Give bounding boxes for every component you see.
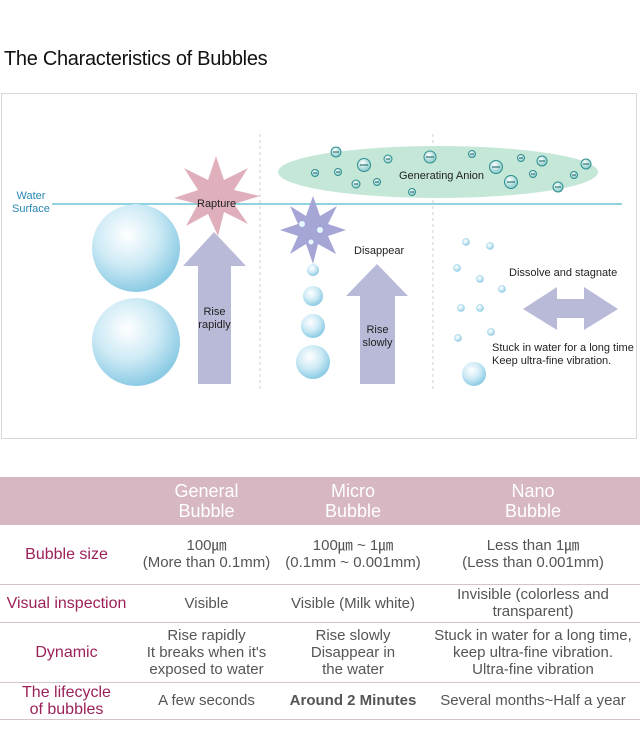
micro-bubble — [303, 286, 323, 306]
micro-bubble — [296, 345, 330, 379]
table-row: Bubble size 100㎛ (More than 0.1mm) 100㎛ … — [0, 525, 640, 585]
table-cell: 100㎛ (More than 0.1mm) — [133, 525, 280, 585]
table-cell: Several months~Half a year — [426, 682, 640, 720]
row-label: Visual inspection — [0, 584, 133, 623]
table-cell: Stuck in water for a long time, keep ult… — [426, 622, 640, 683]
stuck-label: Stuck in water for a long time Keep ultr… — [492, 342, 634, 367]
micro-burst-icon — [280, 196, 346, 264]
table-row: Visual inspection Visible Visible (Milk … — [0, 584, 640, 623]
table-cell: Visible (Milk white) — [280, 584, 426, 623]
header-empty — [0, 477, 133, 525]
table-cell: 100㎛ ~ 1㎛ (0.1mm ~ 0.001mm) — [280, 525, 426, 585]
micro-bubble — [301, 314, 325, 338]
bubble-diagram: Water Surface Rapture Rise rapidly Gener… — [1, 93, 637, 439]
page-title: The Characteristics of Bubbles — [4, 48, 268, 70]
diagram-canvas — [52, 134, 622, 389]
micro-bubble — [307, 264, 319, 276]
table-cell: A few seconds — [133, 682, 280, 720]
bubble-comparison-table: General Bubble Micro Bubble Nano Bubble … — [0, 477, 640, 720]
table-cell: Invisible (colorless and transparent) — [426, 584, 640, 623]
generating-anion-label: Generating Anion — [399, 170, 485, 182]
table-cell: Visible — [133, 584, 280, 623]
row-label: Dynamic — [0, 622, 133, 683]
header-micro-bubble: Micro Bubble — [280, 477, 426, 525]
dissolve-double-arrow — [523, 287, 618, 330]
header-nano-bubble: Nano Bubble — [426, 477, 640, 525]
table-row: The lifecycle of bubbles A few seconds A… — [0, 682, 640, 720]
nano-bubbles — [453, 238, 506, 386]
water-surface-label: Water Surface — [12, 190, 50, 215]
header-general-bubble: General Bubble — [133, 477, 280, 525]
row-label: The lifecycle of bubbles — [0, 682, 133, 720]
general-bubble-bottom — [92, 298, 180, 386]
table-row: Dynamic Rise rapidly It breaks when it's… — [0, 622, 640, 683]
rise-slowly-arrow — [346, 264, 408, 384]
disappear-label: Disappear — [354, 245, 405, 257]
rise-slowly-label: Rise slowly — [362, 324, 393, 349]
anion-icons — [311, 146, 592, 196]
table-cell: Rise rapidly It breaks when it's exposed… — [133, 622, 280, 683]
rapture-burst-icon — [174, 156, 260, 236]
rise-rapidly-arrow — [183, 232, 246, 384]
row-label: Bubble size — [0, 525, 133, 585]
table-cell: Rise slowly Disappear in the water — [280, 622, 426, 683]
table-cell: Around 2 Minutes — [280, 682, 426, 720]
general-bubble-top — [92, 204, 180, 292]
rapture-label: Rapture — [197, 198, 237, 210]
rise-rapidly-label: Rise rapidly — [198, 306, 231, 331]
table-cell: Less than 1㎛ (Less than 0.001mm) — [426, 525, 640, 585]
dissolve-label: Dissolve and stagnate — [509, 267, 618, 279]
table-header-row: General Bubble Micro Bubble Nano Bubble — [0, 477, 640, 525]
